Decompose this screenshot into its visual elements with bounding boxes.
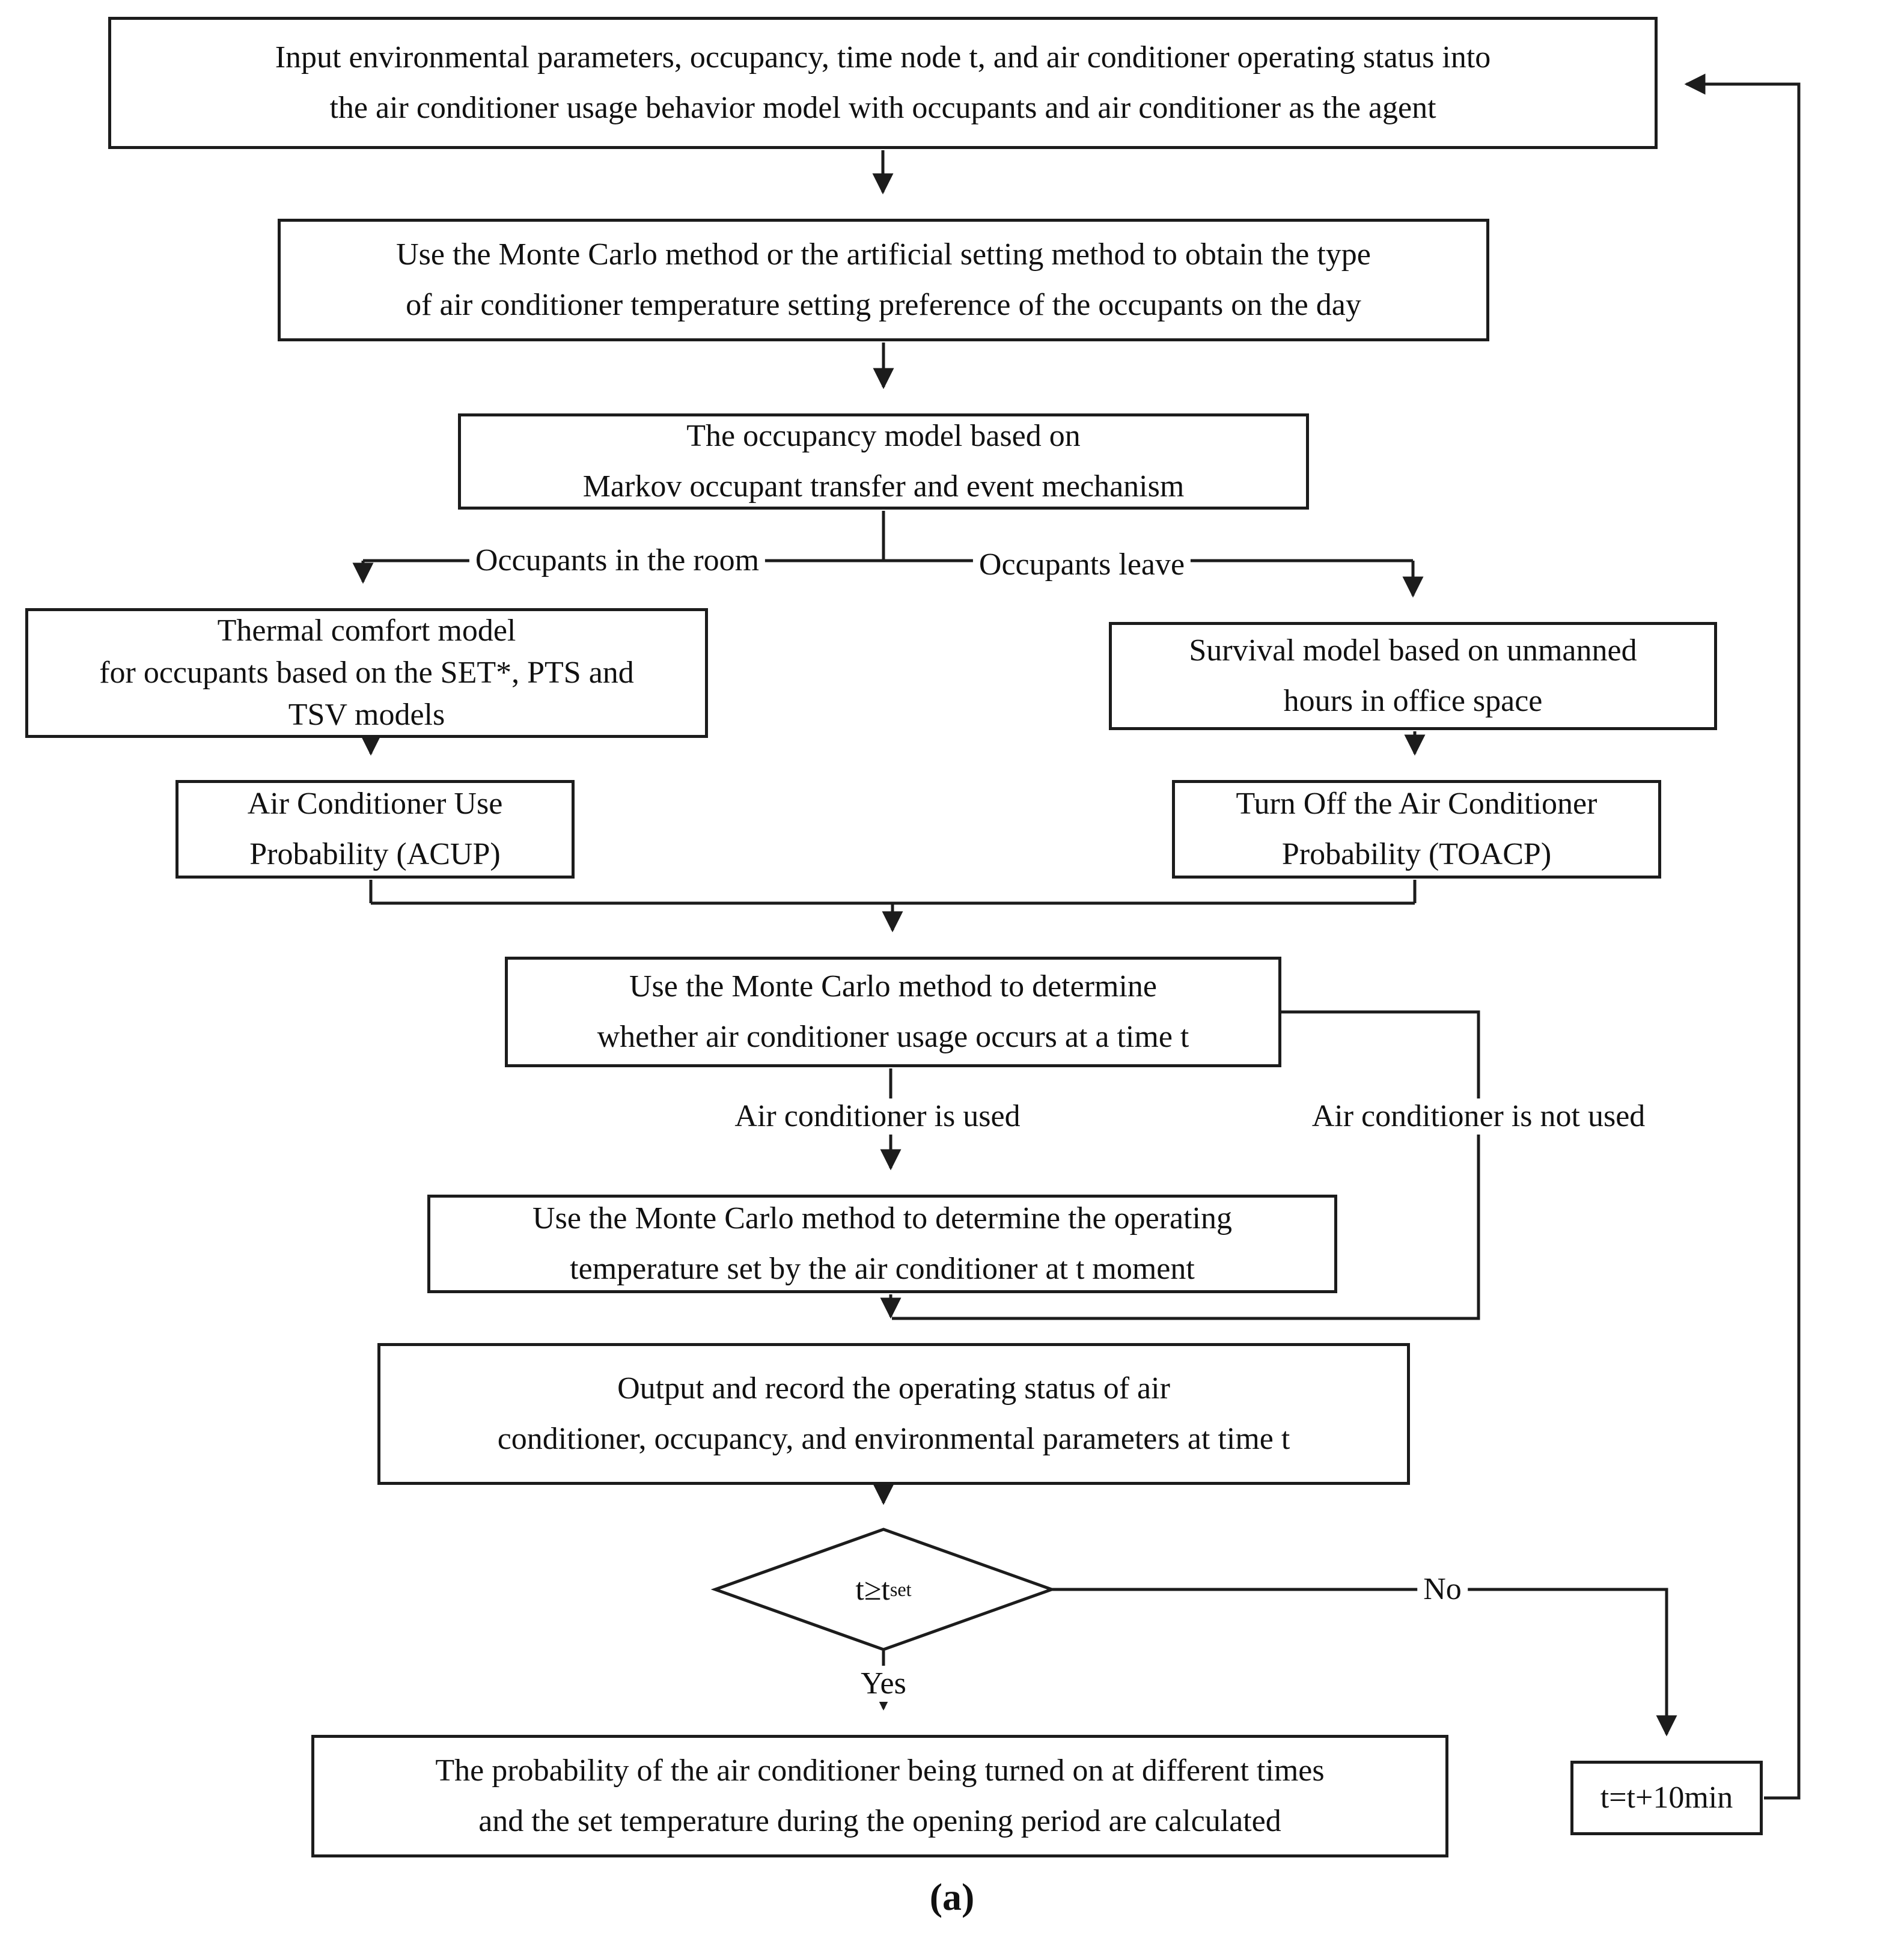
node-result: The probability of the air conditioner b… <box>311 1735 1448 1857</box>
node-usage-line-1: Use the Monte Carlo method to determine <box>629 969 1157 1004</box>
node-output-line-1: Output and record the operating status o… <box>617 1371 1170 1406</box>
node-thermal-line-1: Thermal comfort model <box>217 614 516 648</box>
node-usage-decision: Use the Monte Carlo method to determine … <box>505 957 1281 1067</box>
node-result-line-1: The probability of the air conditioner b… <box>435 1753 1325 1788</box>
decision-condition-subscript: set <box>889 1578 912 1600</box>
node-time-increment: t=t+10min <box>1570 1761 1763 1835</box>
connector-not-used-bypass <box>892 1010 1480 1320</box>
node-survival-line-2: hours in office space <box>1283 684 1543 718</box>
edge-label-ac-not-used: Air conditioner is not used <box>1305 1098 1652 1135</box>
node-time-increment-label: t=t+10min <box>1600 1781 1733 1815</box>
node-thermal-line-2: for occupants based on the SET*, PTS and <box>99 656 634 690</box>
connector-feedback-loop <box>1684 73 1801 1800</box>
node-survival-line-1: Survival model based on unmanned <box>1189 633 1637 668</box>
node-output-line-2: conditioner, occupancy, and environmenta… <box>497 1422 1290 1456</box>
node-result-line-2: and the set temperature during the openi… <box>478 1804 1281 1838</box>
edge-label-no: No <box>1417 1571 1468 1607</box>
node-input-line-2: the air conditioner usage behavior model… <box>329 91 1436 125</box>
node-occupancy-line-2: Markov occupant transfer and event mecha… <box>582 469 1185 504</box>
node-thermal-line-3: TSV models <box>288 698 445 732</box>
connector-decision-no <box>1052 1588 1677 1737</box>
node-output-record: Output and record the operating status o… <box>377 1343 1410 1485</box>
node-preference-line-2: of air conditioner temperature setting p… <box>406 288 1361 322</box>
edge-label-ac-used: Air conditioner is used <box>728 1098 1027 1135</box>
node-temp-line-1: Use the Monte Carlo method to determine … <box>532 1201 1232 1235</box>
decision-diamond <box>710 1528 1057 1651</box>
node-temp-line-2: temperature set by the air conditioner a… <box>570 1252 1195 1286</box>
node-preference-line-1: Use the Monte Carlo method or the artifi… <box>396 237 1371 272</box>
decision-condition-main: t≥t <box>855 1572 890 1607</box>
node-survival-model: Survival model based on unmanned hours i… <box>1109 622 1717 730</box>
node-toacp-line-1: Turn Off the Air Conditioner <box>1236 787 1597 821</box>
node-occupancy-model: The occupancy model based on Markov occu… <box>458 413 1309 510</box>
node-preference-method: Use the Monte Carlo method or the artifi… <box>278 219 1489 341</box>
node-acup-line-1: Air Conditioner Use <box>247 787 503 821</box>
edge-label-yes: Yes <box>855 1666 912 1702</box>
node-occupancy-line-1: The occupancy model based on <box>686 419 1081 453</box>
node-acup: Air Conditioner Use Probability (ACUP) <box>175 780 575 879</box>
node-temperature-setting: Use the Monte Carlo method to determine … <box>427 1195 1337 1293</box>
node-usage-line-2: whether air conditioner usage occurs at … <box>597 1020 1189 1054</box>
node-toacp: Turn Off the Air Conditioner Probability… <box>1172 780 1661 879</box>
node-acup-line-2: Probability (ACUP) <box>249 837 501 871</box>
edge-label-occupants-leave: Occupants leave <box>972 547 1191 583</box>
node-toacp-line-2: Probability (TOACP) <box>1281 837 1552 871</box>
node-input-line-1: Input environmental parameters, occupanc… <box>275 40 1491 75</box>
figure-caption: (a) <box>929 1875 975 1918</box>
edge-label-occupants-in-room: Occupants in the room <box>469 543 766 579</box>
node-input: Input environmental parameters, occupanc… <box>108 17 1658 149</box>
node-thermal-comfort-model: Thermal comfort model for occupants base… <box>25 608 708 738</box>
